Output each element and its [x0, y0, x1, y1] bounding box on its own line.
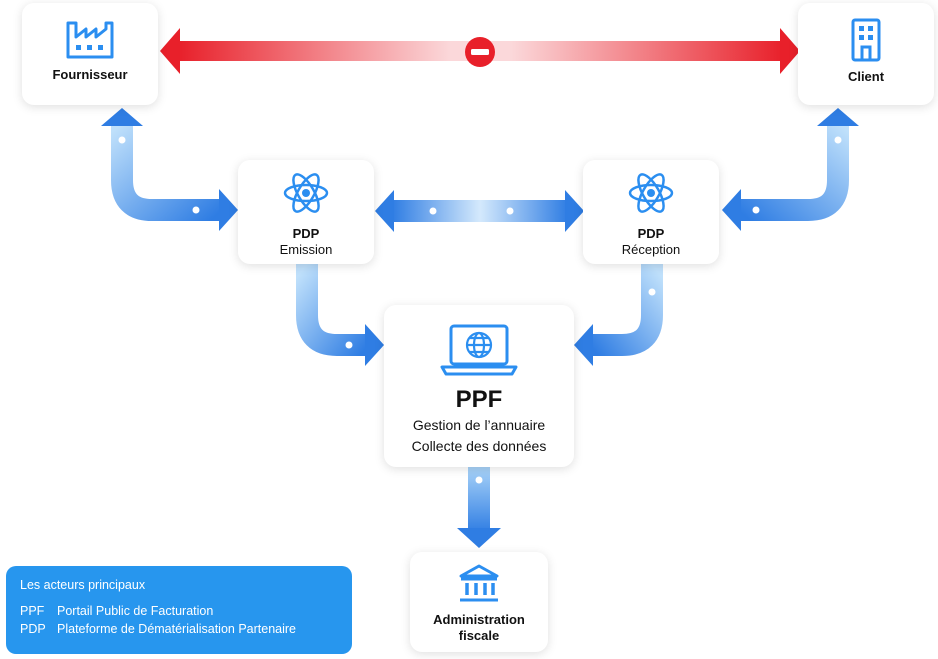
- node-pdp-reception: PDP Réception: [583, 160, 719, 264]
- bank-icon: [457, 562, 501, 604]
- legend-box: Les acteurs principaux PPF Portail Publi…: [6, 566, 352, 654]
- administration-line-1: Administration: [433, 612, 525, 627]
- legend-abbr: PPF: [20, 604, 45, 618]
- arrow-pdp-reception-ppf: [574, 264, 663, 366]
- atom-icon: [626, 168, 676, 218]
- arrow-pdp-emission-ppf: [296, 264, 384, 366]
- legend-text: Plateforme de Dématérialisation Partenai…: [57, 622, 297, 636]
- legend-item: PDP Plateforme de Dématérialisation Part…: [20, 620, 338, 638]
- building-icon: [846, 17, 886, 63]
- arrow-ppf-administration: [457, 467, 501, 548]
- legend-text: Portail Public de Facturation: [57, 604, 214, 618]
- legend-item: PPF Portail Public de Facturation: [20, 602, 338, 620]
- node-fournisseur: Fournisseur: [22, 3, 158, 105]
- ppf-line-1: Gestion de l’annuaire: [412, 417, 546, 433]
- laptop-globe-icon: [439, 323, 519, 379]
- ppf-line-2: Collecte des données: [411, 438, 547, 454]
- factory-icon: [64, 17, 116, 61]
- node-ppf: PPF Gestion de l’annuaire Collecte des d…: [384, 305, 574, 467]
- pdp-emission-subtitle: Emission: [279, 242, 333, 257]
- atom-icon: [281, 168, 331, 218]
- blocked-arrow-fournisseur-client: [160, 28, 800, 74]
- legend-abbr: PDP: [20, 622, 46, 636]
- arrow-fournisseur-pdp-emission: [101, 108, 238, 231]
- pdp-emission-title: PDP: [292, 226, 320, 241]
- administration-line-2: fiscale: [458, 628, 500, 643]
- ppf-title: PPF: [455, 386, 503, 413]
- arrow-pdp-emission-pdp-reception: [375, 190, 584, 232]
- legend-title: Les acteurs principaux: [20, 578, 146, 592]
- pdp-reception-subtitle: Réception: [621, 242, 681, 257]
- node-client: Client: [798, 3, 934, 105]
- client-label: Client: [847, 69, 885, 84]
- pdp-reception-title: PDP: [637, 226, 665, 241]
- arrow-client-pdp-reception: [722, 108, 859, 231]
- node-administration-fiscale: Administration fiscale: [410, 552, 548, 652]
- node-pdp-emission: PDP Emission: [238, 160, 374, 264]
- fournisseur-label: Fournisseur: [52, 67, 128, 82]
